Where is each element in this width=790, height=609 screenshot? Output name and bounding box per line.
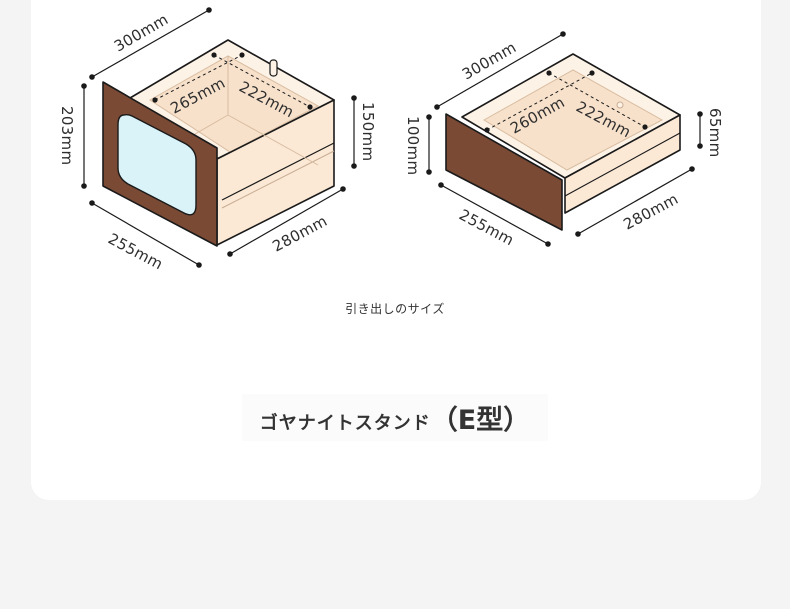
small-front-width-line: [440, 184, 549, 245]
large-depth-label: 280mm: [269, 212, 330, 256]
large-dim-end: [206, 7, 212, 13]
large-dim-end: [89, 74, 95, 80]
large-inner-height-label: 150mm: [359, 102, 377, 161]
large-dim-end: [351, 163, 357, 169]
small-top-width-line: [436, 33, 564, 108]
small-drawer: 300mm 260mm 222mm 100mm 65mm 255mm 280mm: [404, 31, 724, 249]
small-front-width-label: 255mm: [456, 206, 517, 250]
small-dim-end: [575, 231, 581, 237]
small-inner-point: [484, 127, 490, 133]
small-inner-point: [589, 70, 595, 76]
large-front-width-label: 255mm: [105, 230, 166, 274]
product-title-box: ゴヤナイトスタンド（E型）: [241, 394, 549, 441]
product-title-main: ゴヤナイトスタンド: [259, 413, 431, 434]
small-dim-end: [426, 169, 432, 175]
large-inner-length-line: [154, 54, 243, 101]
product-title: ゴヤナイトスタンド（E型）: [0, 394, 790, 441]
large-dim-end: [81, 83, 87, 89]
large-dim-end: [351, 95, 357, 101]
small-depth-label: 280mm: [620, 190, 681, 234]
large-dim-end: [196, 262, 202, 268]
large-dim-end: [89, 200, 95, 206]
small-dim-end: [697, 143, 703, 149]
large-inner-point: [239, 52, 245, 58]
large-dim-end: [340, 186, 346, 192]
small-drawer-front-panel: [445, 113, 563, 231]
small-depth-line: [577, 168, 693, 235]
product-title-suffix: （E型）: [430, 405, 531, 436]
large-front-width-line: [91, 202, 200, 266]
large-depth-line: [229, 188, 344, 255]
large-drawer-inner-edge-3: [227, 114, 319, 166]
large-drawer: 300mm 265mm 222mm 203mm 150mm 255mm 280m…: [58, 7, 377, 273]
large-drawer-glass-window: [117, 113, 197, 216]
small-inner-length-line: [486, 72, 593, 131]
large-height-label: 203mm: [58, 106, 76, 165]
large-inner-point: [307, 104, 313, 110]
large-top-width-line: [91, 9, 210, 78]
small-dim-end: [689, 166, 695, 172]
diagram-caption: 引き出しのサイズ: [345, 302, 445, 316]
small-dim-end: [434, 104, 440, 110]
drawer-dimension-diagram: 300mm 265mm 222mm 203mm 150mm 255mm 280m…: [58, 7, 724, 273]
small-dim-end: [426, 114, 432, 120]
small-dim-end: [438, 182, 444, 188]
large-inner-point: [211, 52, 217, 58]
small-inner-height-label: 65mm: [706, 108, 724, 158]
large-drawer-inner-bottom: [149, 55, 320, 153]
small-drawer-inner-bottom: [483, 69, 664, 171]
small-inner-point: [546, 70, 552, 76]
large-drawer-side-groove-2: [221, 150, 335, 209]
large-drawer-side-groove: [221, 142, 335, 201]
large-inner-width-line: [213, 54, 311, 108]
small-height-label: 100mm: [404, 116, 422, 175]
small-inner-point: [642, 124, 648, 130]
large-inner-point: [152, 97, 158, 103]
small-drawer-side-groove: [564, 132, 681, 197]
small-inner-width-line: [548, 72, 646, 128]
small-dim-end: [560, 31, 566, 37]
small-dim-end: [697, 111, 703, 117]
large-dim-end: [227, 251, 233, 257]
small-dim-end: [545, 241, 551, 247]
large-drawer-stop-knob: [269, 59, 278, 77]
large-dim-end: [81, 183, 87, 189]
small-drawer-stop: [616, 101, 624, 109]
